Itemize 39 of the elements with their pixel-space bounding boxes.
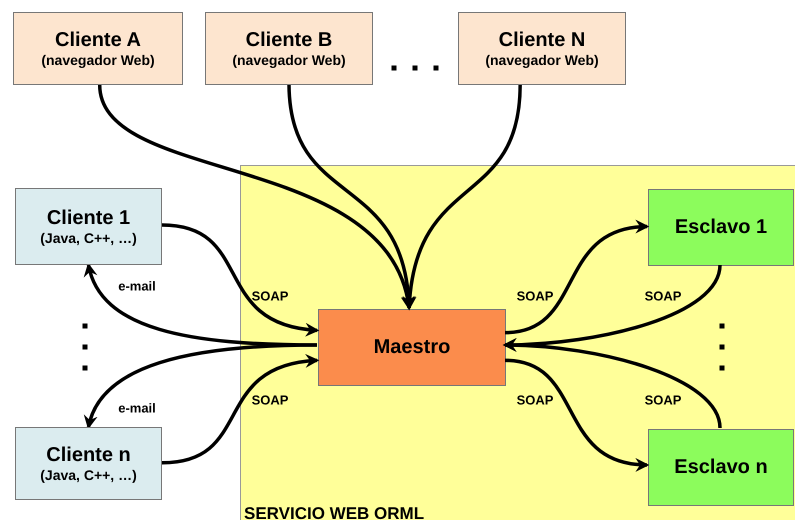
node-subtitle: (Java, C++, …) [40, 467, 137, 483]
node-subtitle: (Java, C++, …) [40, 230, 137, 246]
node-title: Cliente n [46, 444, 131, 467]
node-title: Cliente B [246, 29, 332, 52]
arrow [504, 220, 650, 334]
client-box [458, 12, 626, 85]
client-box [15, 427, 162, 500]
node-subtitle: (navegador Web) [41, 52, 155, 68]
client-box [205, 12, 373, 85]
edge-label: SOAP [644, 392, 682, 408]
node-title: Cliente A [55, 29, 141, 52]
edge-label: SOAP [516, 288, 554, 304]
arrow [98, 84, 413, 310]
arrow [502, 338, 722, 428]
arrow [85, 343, 318, 430]
edge-label: SOAP [250, 392, 290, 408]
edge-label: e-mail [117, 400, 157, 416]
edge-label: SOAP [644, 288, 682, 304]
client-box [15, 188, 162, 265]
node-subtitle: (navegador Web) [232, 52, 346, 68]
edge-label: SOAP [516, 392, 554, 408]
area-title: SERVICIO WEB ORML [244, 504, 424, 520]
service-area [240, 165, 795, 520]
node-subtitle: (navegador Web) [485, 52, 599, 68]
node-title: Maestro [374, 336, 450, 359]
arrow [403, 84, 522, 310]
arrow [162, 354, 320, 465]
client-box [13, 12, 183, 85]
node-title: Cliente N [498, 29, 586, 52]
edge-label: e-mail [117, 278, 157, 294]
edge-label: SOAP [250, 288, 290, 304]
slave-box [648, 429, 794, 506]
master-box [318, 309, 506, 386]
node-title: Cliente 1 [46, 207, 130, 230]
arrow [504, 358, 650, 471]
node-title: Esclavo n [674, 456, 768, 479]
arrow [162, 223, 320, 336]
node-title: Esclavo 1 [674, 216, 768, 239]
slave-box [648, 189, 794, 266]
